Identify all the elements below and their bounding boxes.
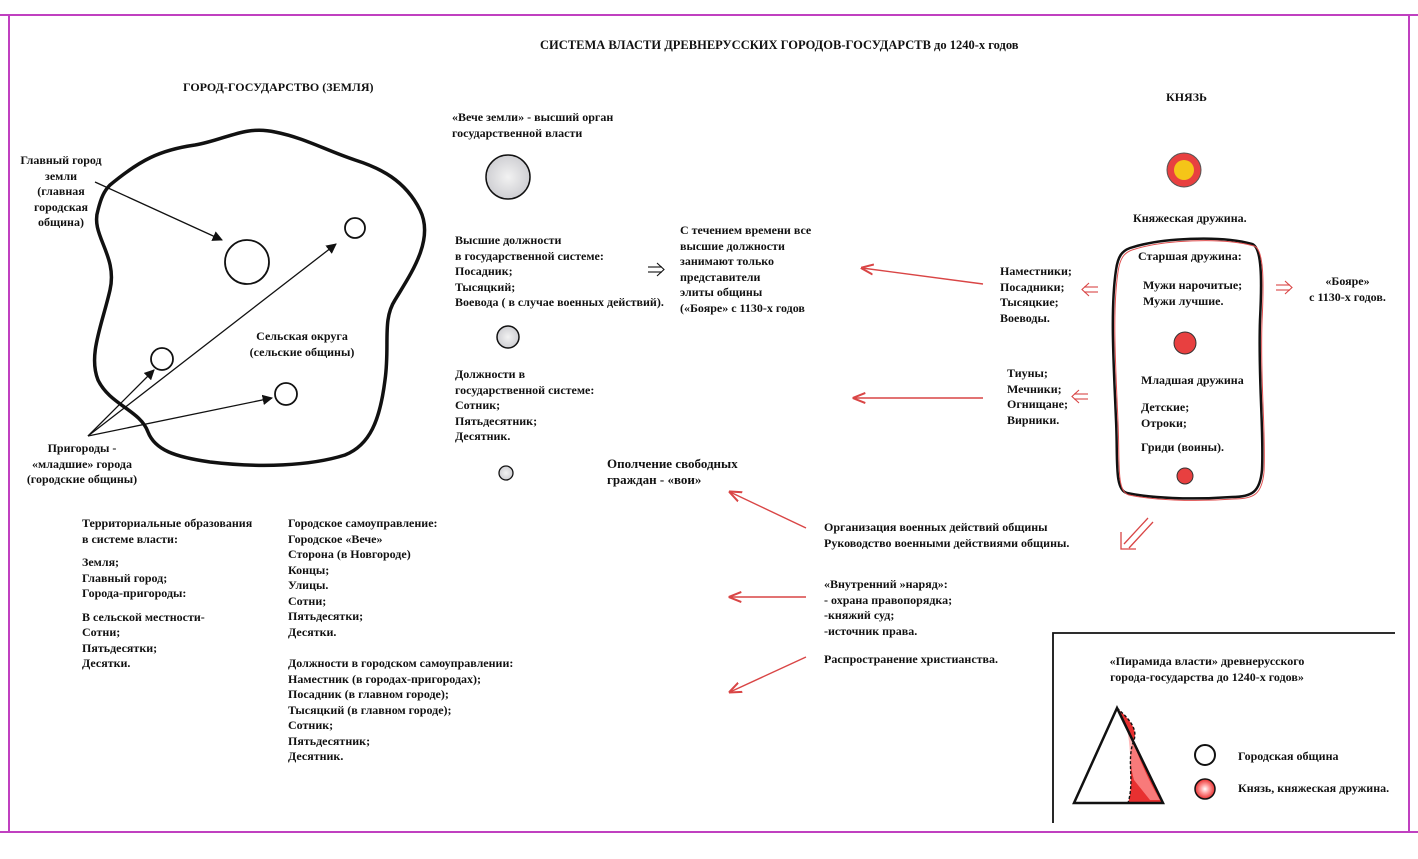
- double-arrow-down-left: [1120, 517, 1154, 550]
- gridi-label: Гриди (воины).: [1141, 440, 1225, 454]
- legend-prince-label: Князь, княжеская дружина.: [1238, 781, 1390, 795]
- power-pyramid: [1072, 705, 1165, 805]
- arrow-suburb-1: [87, 243, 337, 437]
- double-arrow-to-elite: [648, 262, 665, 277]
- tiuny-label: Тиуны; Мечники; Огнищане; Вирники.: [1007, 366, 1068, 427]
- main-city-label: Главный город земли (главная городская о…: [20, 153, 102, 229]
- arrow-suburb-3: [87, 394, 274, 437]
- junior-druzhina-circle: [1176, 467, 1194, 485]
- high-posts-label: Высшие должности в государственной систе…: [455, 233, 664, 309]
- right-border-line: [1408, 14, 1410, 832]
- arrow-suburb-2: [87, 369, 155, 437]
- top-border-line: [0, 14, 1418, 16]
- suburb-circle-3: [274, 382, 298, 406]
- senior-druzhina-items: Мужи нарочитые; Мужи лучшие.: [1143, 278, 1243, 308]
- militia-circle: [498, 465, 514, 481]
- druzhina-box-red-outline: [1114, 240, 1265, 501]
- legend-community-label: Городская община: [1238, 749, 1339, 763]
- arrow-christianity: [730, 656, 807, 692]
- legend-frame: [1052, 632, 1395, 823]
- self-government-list: Городское самоуправление: Городское «Веч…: [288, 516, 438, 639]
- christianity-label: Распространение христианства.: [824, 652, 999, 666]
- high-posts-circle: [496, 325, 520, 349]
- rural-area-label: Сельская округа (сельские общины): [249, 329, 355, 359]
- junior-druzhina-items: Детские; Отроки;: [1141, 400, 1190, 430]
- double-arrow-to-tiuny: [1071, 389, 1088, 404]
- land-territory-outline: [92, 128, 427, 468]
- prince-heading: КНЯЗЬ: [1166, 90, 1207, 104]
- suburb-circle-2: [150, 347, 174, 371]
- legend-prince-circle: [1194, 778, 1216, 800]
- main-city-circle: [224, 239, 270, 285]
- territorial-list: Территориальные образования в системе вл…: [82, 516, 253, 670]
- bottom-border-line: [0, 831, 1418, 833]
- arrow-namestniki-to-elite: [862, 268, 984, 285]
- junior-druzhina-heading: Младшая дружина: [1141, 373, 1244, 387]
- suburbs-label: Пригороды - «младшие» города (городские …: [26, 441, 138, 486]
- militia-label: Ополчение свободных граждан - «вои»: [607, 456, 738, 487]
- posts-label: Должности в государственной системе: Сот…: [455, 367, 595, 443]
- arrow-militia: [730, 492, 807, 529]
- page-title: СИСТЕМА ВЛАСТИ ДРЕВНЕРУССКИХ ГОРОДОВ-ГОС…: [540, 38, 1019, 52]
- double-arrow-to-namestniki: [1081, 282, 1098, 297]
- druzhina-label: Княжеская дружина.: [1133, 211, 1247, 225]
- inner-order-label: «Внутренний »наряд»: - охрана правопоряд…: [824, 577, 953, 638]
- arrow-main-city: [94, 181, 223, 241]
- namestniki-label: Наместники; Посадники; Тысяцкие; Воеводы…: [1000, 264, 1072, 325]
- prince-core: [1174, 160, 1194, 180]
- double-arrow-to-boyars: [1276, 280, 1293, 295]
- legend-title: «Пирамида власти» древнерусского города-…: [1109, 654, 1305, 684]
- senior-druzhina-circle: [1173, 331, 1197, 355]
- self-government-posts-list: Должности в городском самоуправлении: На…: [288, 656, 514, 763]
- veche-label: «Вече земли» - высший орган государствен…: [452, 110, 614, 140]
- veche-circle: [485, 154, 531, 200]
- land-heading: ГОРОД-ГОСУДАРСТВО (ЗЕМЛЯ): [183, 80, 374, 94]
- senior-druzhina-heading: Старшая дружина:: [1138, 249, 1242, 263]
- military-organization-label: Организация военных действий общины Руко…: [824, 520, 1070, 550]
- druzhina-box: [1111, 237, 1264, 500]
- left-border-line: [8, 14, 10, 832]
- legend-community-circle: [1194, 744, 1216, 766]
- over-time-label: С течением времени все высшие должности …: [680, 223, 812, 315]
- suburb-circle-1: [344, 217, 366, 239]
- boyars-label: «Бояре» с 1130-х годов.: [1309, 274, 1386, 304]
